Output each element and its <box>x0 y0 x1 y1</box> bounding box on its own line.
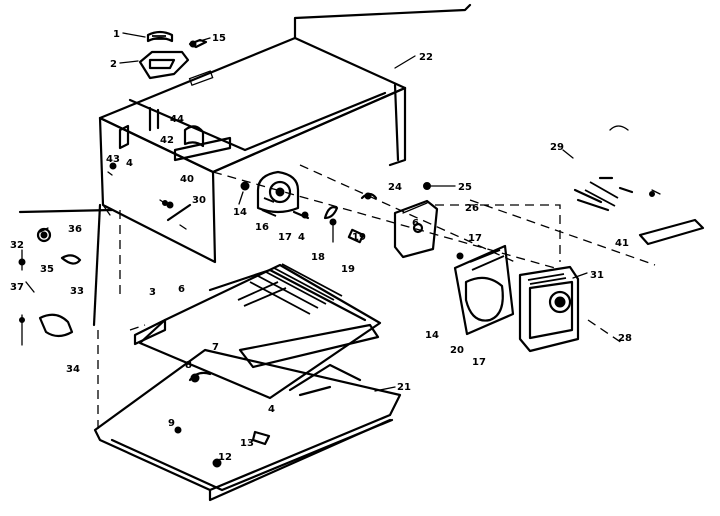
callout-32: 32 <box>10 240 24 251</box>
callout-34: 34 <box>66 364 80 375</box>
callout-numbers: 1 2 3 4 4 4 6 6 7 8 9 12 13 14 14 15 16 … <box>10 29 632 463</box>
callout-29: 29 <box>550 142 564 153</box>
callout-31: 31 <box>590 270 604 281</box>
callout-14: 14 <box>233 207 247 218</box>
fan-shroud <box>453 244 515 336</box>
callout-14: 14 <box>425 330 439 341</box>
shelf-crisper <box>133 263 382 400</box>
callout-8: 8 <box>185 360 192 371</box>
callout-35: 35 <box>40 264 54 275</box>
callout-40: 40 <box>180 174 194 185</box>
callout-4: 4 <box>298 232 305 243</box>
shroud-bracket <box>393 199 439 259</box>
callout-25: 25 <box>458 182 472 193</box>
callout-2: 2 <box>110 59 117 70</box>
callout-37: 37 <box>10 282 24 293</box>
callout-17: 17 <box>468 233 482 244</box>
callout-41: 41 <box>615 238 629 249</box>
callout-17: 17 <box>278 232 292 243</box>
callout-7: 7 <box>212 342 219 353</box>
callout-44: 44 <box>170 114 184 125</box>
callout-21: 21 <box>397 382 411 393</box>
callout-26: 26 <box>465 203 479 214</box>
callout-42: 42 <box>160 135 174 146</box>
callout-16: 16 <box>255 222 269 233</box>
housing-liner <box>98 3 472 264</box>
callout-30: 30 <box>192 195 206 206</box>
callout-28: 28 <box>618 333 632 344</box>
callout-12: 12 <box>218 452 232 463</box>
callout-24: 24 <box>388 182 402 193</box>
callout-22: 22 <box>419 52 433 63</box>
callout-33: 33 <box>70 286 84 297</box>
left-side-parts <box>18 201 192 346</box>
callout-19: 19 <box>341 264 355 275</box>
callout-6: 6 <box>178 284 185 295</box>
callout-20: 20 <box>450 345 464 356</box>
evaporator-fan <box>518 265 580 353</box>
callout-4: 4 <box>268 404 275 415</box>
fill-cup-assembly <box>138 30 208 80</box>
callout-leaders <box>39 32 588 392</box>
callout-6: 6 <box>412 218 419 229</box>
callout-17: 17 <box>472 357 486 368</box>
callout-3: 3 <box>149 287 156 298</box>
rail-assembly <box>573 125 705 246</box>
callout-43: 43 <box>106 154 120 165</box>
callout-15: 15 <box>212 33 226 44</box>
callout-9: 9 <box>168 418 175 429</box>
callout-1: 1 <box>113 29 120 40</box>
screw-25 <box>423 182 431 190</box>
callout-18: 18 <box>311 252 325 263</box>
assembly-guide-lines <box>97 164 656 430</box>
callout-19: 19 <box>352 232 366 243</box>
callout-4: 4 <box>126 158 133 169</box>
drain-pan <box>93 348 402 502</box>
callout-13: 13 <box>240 438 254 449</box>
callout-36: 36 <box>68 224 82 235</box>
screw-24 <box>360 192 378 200</box>
